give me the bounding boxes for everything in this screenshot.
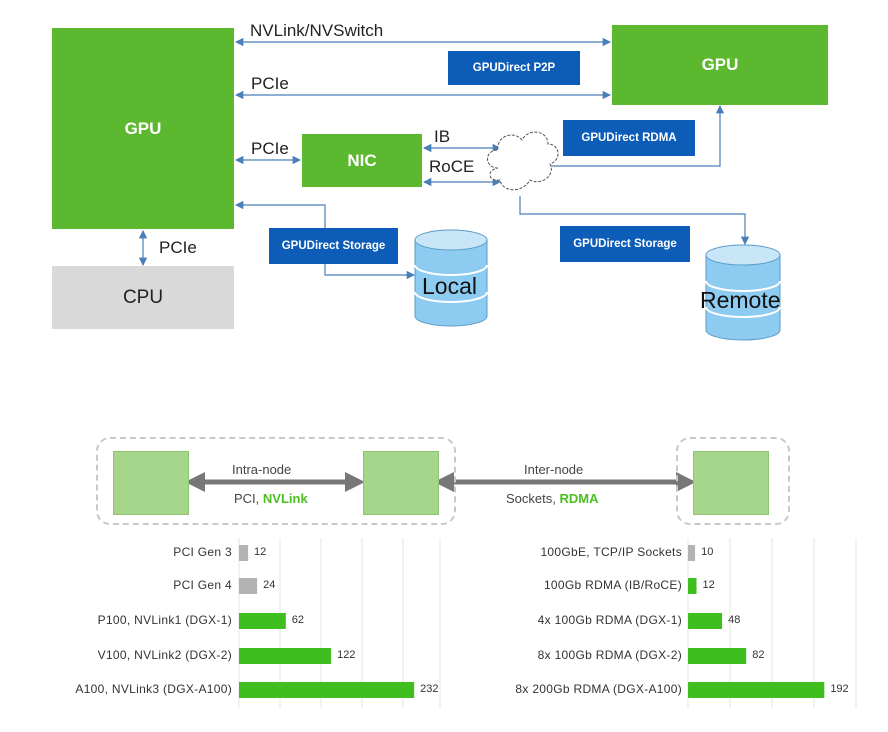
node-gpu-c bbox=[693, 451, 769, 515]
intra-node-sub-highlight: NVLink bbox=[262, 491, 308, 506]
gpudirect-rdma-tag: GPUDirect RDMA bbox=[563, 120, 695, 156]
inter-bar-value-0: 10 bbox=[701, 546, 714, 558]
cpu-box: CPU bbox=[52, 266, 234, 329]
intra-bar-label-1: PCI Gen 4 bbox=[173, 578, 232, 592]
node-gpu-b bbox=[363, 451, 439, 515]
gpudirect-p2p-tag: GPUDirect P2P bbox=[448, 51, 580, 85]
inter-bar-1 bbox=[688, 578, 697, 594]
intra-bar-label-0: PCI Gen 3 bbox=[173, 545, 232, 559]
roce-label: RoCE bbox=[429, 157, 475, 176]
intra-bar-0 bbox=[239, 545, 249, 561]
intra-bar-1 bbox=[239, 578, 258, 594]
intra-bar-label-2: P100, NVLink1 (DGX-1) bbox=[97, 613, 232, 627]
inter-bar-label-0: 100GbE, TCP/IP Sockets bbox=[540, 545, 682, 559]
intra-bar-label-4: A100, NVLink3 (DGX-A100) bbox=[75, 682, 232, 696]
gpu-left-box: GPU bbox=[52, 28, 234, 229]
inter-bar-label-1: 100Gb RDMA (IB/RoCE) bbox=[543, 578, 682, 592]
remote-node-frame bbox=[676, 437, 790, 525]
cpu-label: CPU bbox=[122, 286, 164, 308]
nvlink-label: NVLink/NVSwitch bbox=[250, 21, 384, 40]
intra-bar-value-4: 232 bbox=[420, 683, 439, 695]
inter-node-sub-highlight: RDMA bbox=[559, 491, 599, 506]
inter-bar-0 bbox=[688, 545, 696, 561]
intra-bar-value-3: 122 bbox=[337, 649, 356, 661]
inter-bar-value-1: 12 bbox=[702, 579, 715, 591]
pcie-cpu-label: PCIe bbox=[159, 238, 197, 257]
inter-bar-value-4: 192 bbox=[830, 683, 849, 695]
inter-bar-label-3: 8x 100Gb RDMA (DGX-2) bbox=[537, 648, 682, 662]
intra-node-subtitle: PCI, NVLink bbox=[234, 491, 308, 506]
ib-label: IB bbox=[434, 127, 451, 146]
inter-node-subtitle: Sockets, RDMA bbox=[506, 491, 598, 506]
rdma-connector bbox=[548, 104, 725, 167]
network-cloud-icon bbox=[487, 131, 559, 191]
inter-bar-label-2: 4x 100Gb RDMA (DGX-1) bbox=[537, 613, 682, 627]
nic-label: NIC bbox=[347, 150, 377, 170]
intra-node-sub-prefix: PCI, bbox=[234, 491, 263, 506]
intra-bar-value-1: 24 bbox=[263, 579, 276, 591]
gpudirect-storage-local-tag: GPUDirect Storage bbox=[269, 228, 398, 264]
nic-box: NIC bbox=[302, 134, 422, 187]
inter-bar-value-2: 48 bbox=[728, 614, 741, 626]
gpu-left-label: GPU bbox=[124, 118, 162, 138]
inter-bar-3 bbox=[688, 648, 747, 664]
chart-bars bbox=[239, 545, 825, 698]
inter-bar-label-4: 8x 200Gb RDMA (DGX-A100) bbox=[515, 682, 682, 696]
intra-node-title: Intra-node bbox=[232, 462, 292, 477]
local-storage-icon bbox=[414, 229, 488, 327]
intra-bar-2 bbox=[239, 613, 286, 629]
gpu-right-label: GPU bbox=[701, 55, 739, 74]
inter-node-sub-prefix: Sockets, bbox=[506, 491, 560, 506]
gpudirect-storage-remote-tag: GPUDirect Storage bbox=[560, 226, 690, 262]
intra-bar-value-2: 62 bbox=[291, 614, 305, 626]
intra-bar-3 bbox=[239, 648, 332, 664]
inter-node-title: Inter-node bbox=[524, 462, 584, 477]
intra-node-frame bbox=[96, 437, 456, 525]
inter-bar-2 bbox=[688, 613, 723, 629]
remote-storage-label: Remote bbox=[700, 287, 781, 313]
inter-bar-4 bbox=[688, 682, 825, 698]
intra-bar-value-0: 12 bbox=[254, 546, 267, 558]
gpu-right-box: GPU bbox=[612, 25, 828, 105]
inter-bar-value-3: 82 bbox=[752, 649, 765, 661]
local-storage-label: Local bbox=[422, 273, 477, 299]
intra-bar-label-3: V100, NVLink2 (DGX-2) bbox=[97, 648, 232, 662]
pcie-top-label: PCIe bbox=[251, 74, 289, 93]
node-gpu-a bbox=[113, 451, 189, 515]
remote-storage-connector bbox=[519, 196, 750, 246]
pcie-nic-label: PCIe bbox=[251, 139, 289, 158]
intra-bar-4 bbox=[239, 682, 415, 698]
remote-storage-icon bbox=[705, 244, 781, 341]
